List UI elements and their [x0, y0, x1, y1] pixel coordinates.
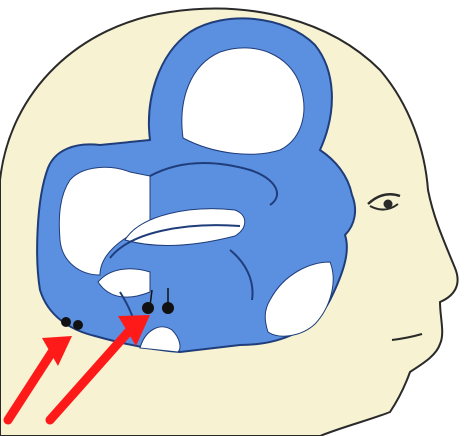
receptor-dot [142, 302, 154, 314]
eye-pupil [384, 200, 393, 209]
receptor-dot [61, 317, 71, 327]
receptor-dot [73, 320, 83, 330]
